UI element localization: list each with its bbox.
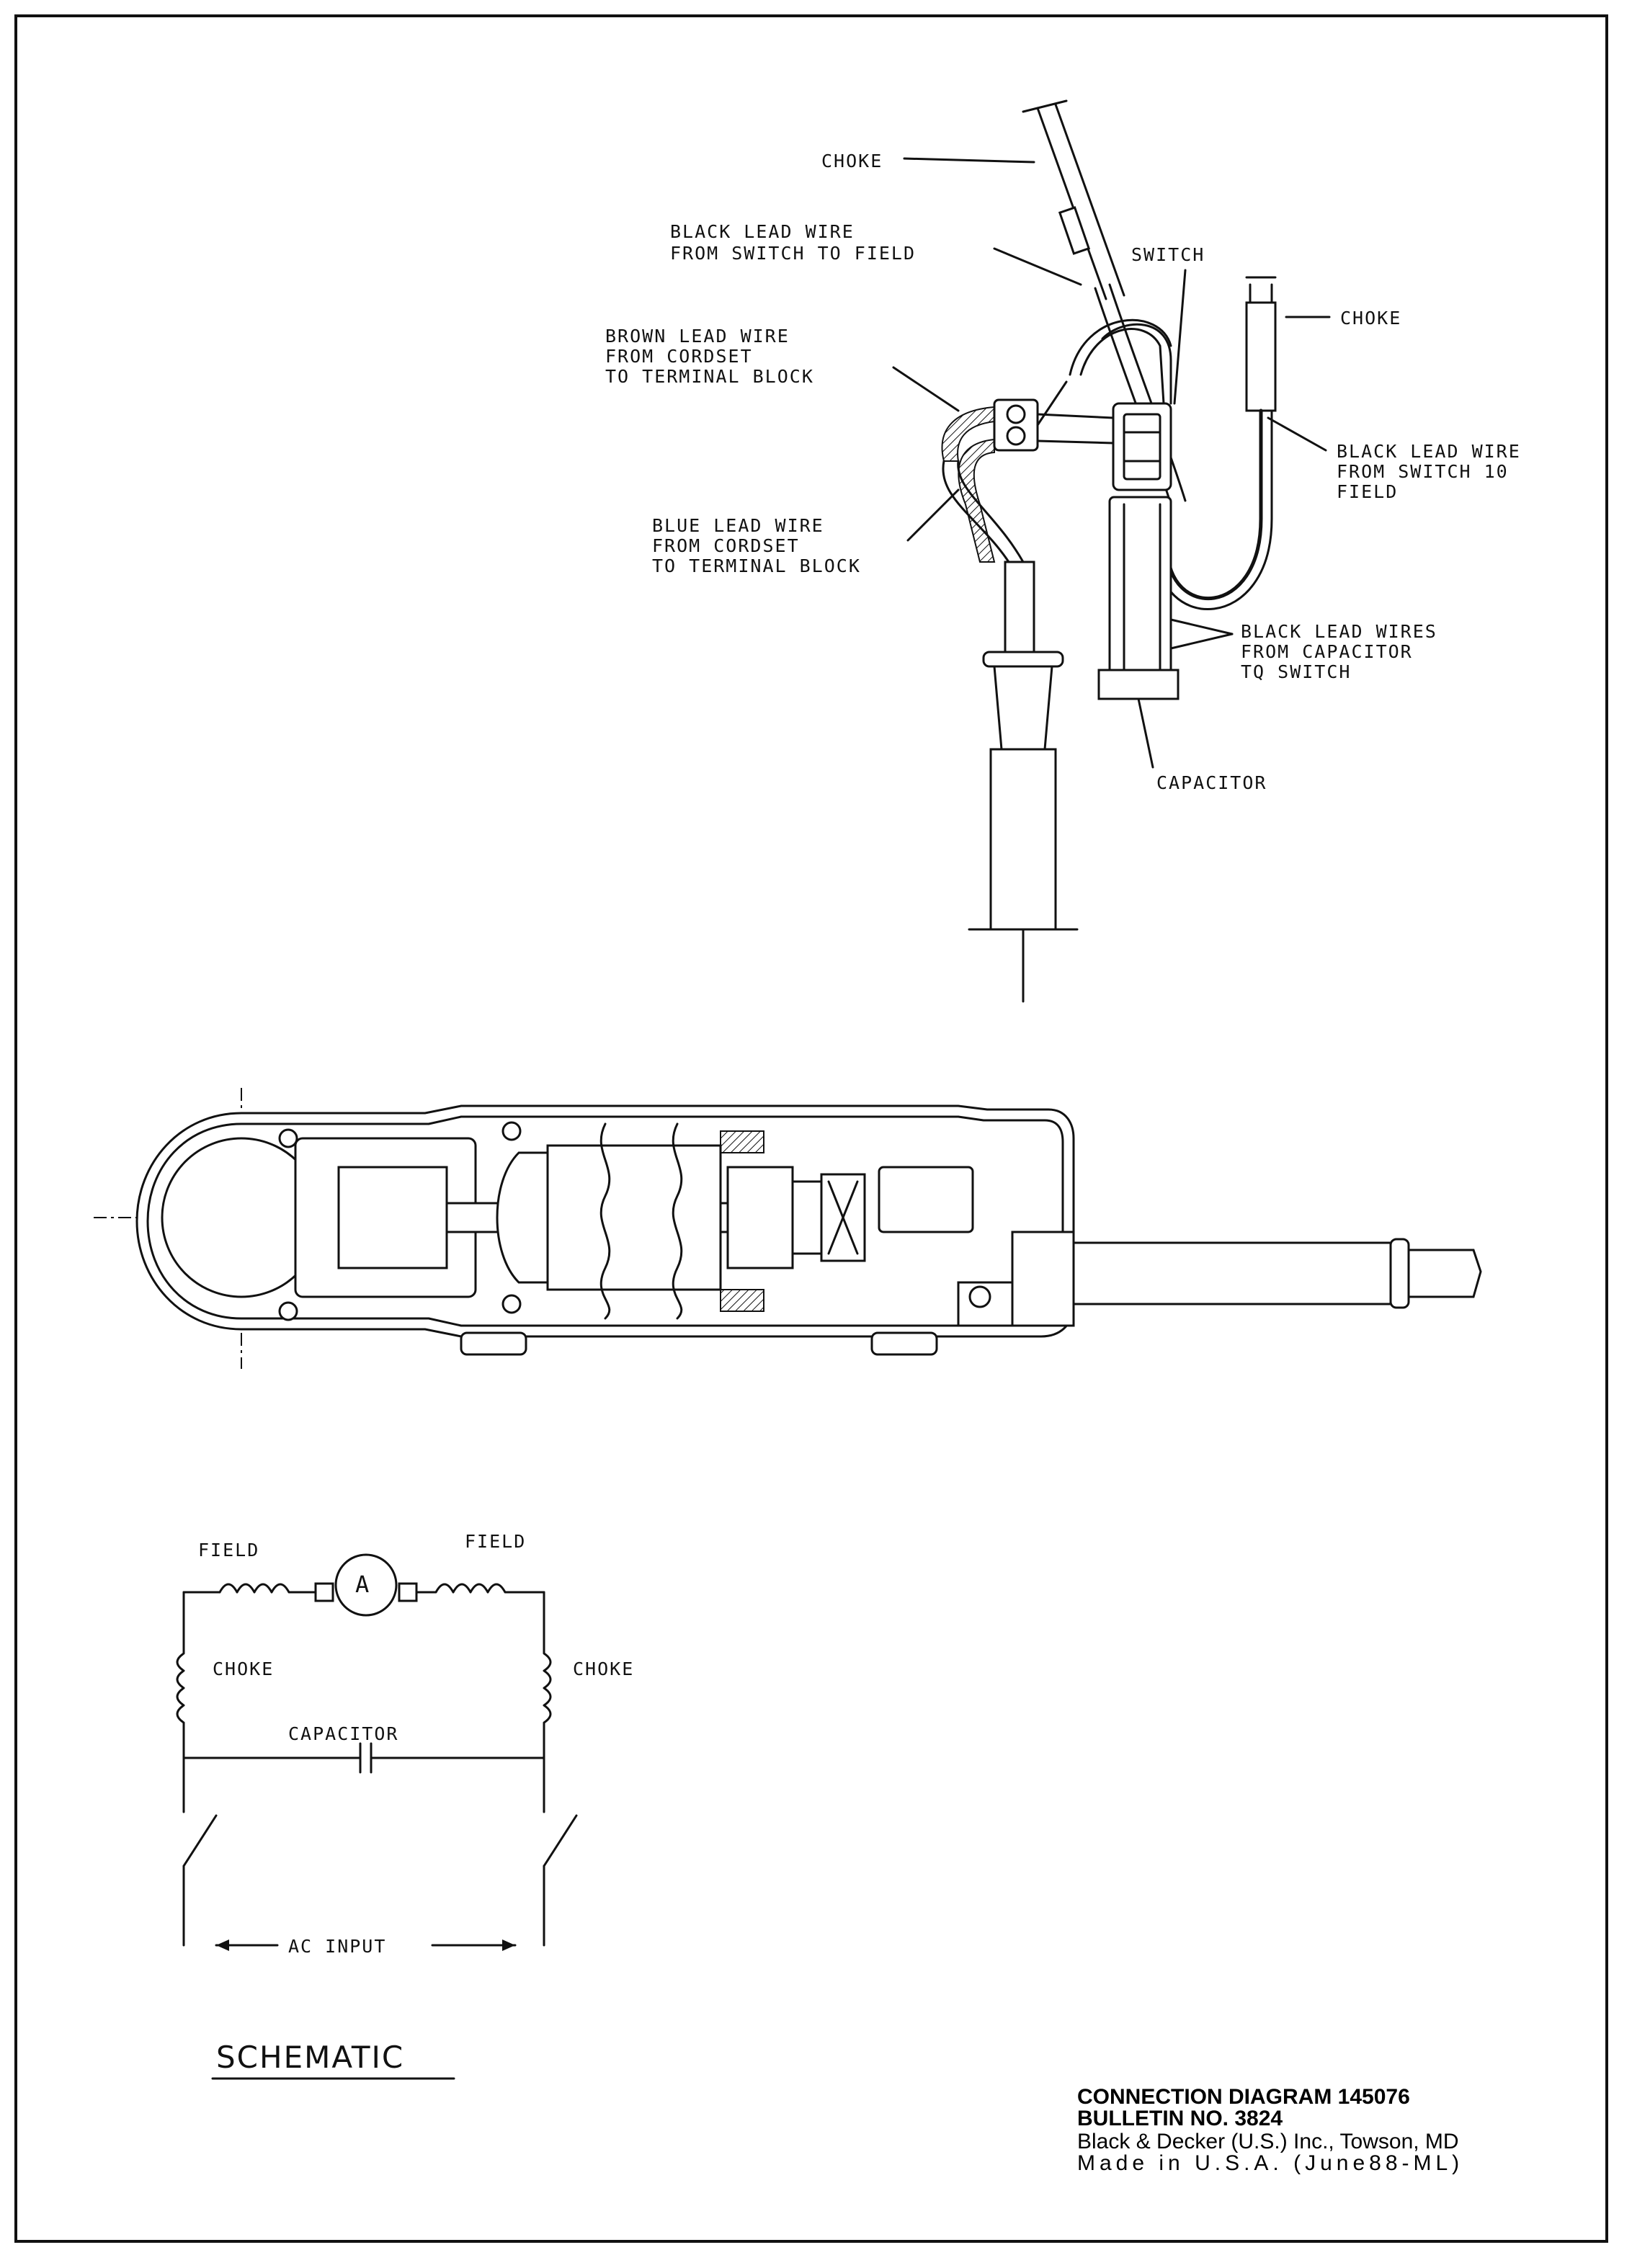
title-line-4: Made in U.S.A. (June88-ML) — [1077, 2151, 1463, 2175]
field-coil-right — [415, 1583, 545, 1594]
label-black-lead-1b: FROM SWITCH TO FIELD — [670, 243, 916, 264]
field-coil-top — [720, 1130, 764, 1153]
choke-lead-top — [1036, 107, 1107, 300]
label-black-lead-2b: FROM SWITCH 10 — [1337, 461, 1509, 482]
label-switch: SWITCH — [1131, 244, 1205, 265]
switch-section — [878, 1166, 974, 1233]
label-brown-lead-a: BROWN LEAD WIRE — [605, 326, 790, 347]
cord-protector — [1072, 1241, 1392, 1305]
capacitor-base — [1097, 669, 1180, 700]
label-black-lead-1a: BLACK LEAD WIRE — [670, 221, 855, 242]
label-blue-lead-a: BLUE LEAD WIRE — [652, 515, 824, 536]
armature — [546, 1144, 722, 1291]
label-choke-top: CHOKE — [821, 151, 883, 171]
label-black-lead-2a: BLACK LEAD WIRE — [1337, 441, 1521, 462]
switch-contact-left — [182, 1814, 218, 1867]
rear-cap — [1011, 1231, 1075, 1327]
title-line-3: Black & Decker (U.S.) Inc., Towson, MD — [1077, 2130, 1459, 2153]
label-black-leads-cap-c: TQ SWITCH — [1241, 661, 1351, 682]
wiring-detail: CHOKE BLACK LEAD WIRE FROM SWITCH TO FIE… — [605, 99, 1521, 1003]
choke-coil-right — [543, 1591, 552, 1759]
title-line-2: BULLETIN NO. 3824 — [1077, 2107, 1283, 2130]
tool-cross-section — [94, 1088, 1482, 1369]
label-black-leads-cap-a: BLACK LEAD WIRES — [1241, 621, 1437, 642]
bearing — [820, 1173, 866, 1262]
cord-sleeve — [1004, 561, 1035, 657]
choke-coil-left — [176, 1591, 185, 1759]
field-coil-bottom — [720, 1289, 764, 1312]
label-blue-lead-b: FROM CORDSET — [652, 535, 800, 556]
power-cord — [989, 748, 1057, 931]
label-black-leads-cap-b: FROM CAPACITOR — [1241, 641, 1413, 662]
label-ac-input: AC INPUT — [288, 1936, 386, 1957]
label-brown-lead-b: FROM CORDSET — [605, 346, 753, 367]
label-brown-lead-c: TO TERMINAL BLOCK — [605, 366, 814, 387]
label-choke-right: CHOKE — [1340, 308, 1401, 329]
switch-contact-right — [543, 1814, 578, 1867]
label-blue-lead-c: TO TERMINAL BLOCK — [652, 555, 861, 576]
label-choke-left: CHOKE — [213, 1658, 274, 1679]
label-capacitor: CAPACITOR — [1156, 772, 1267, 793]
schematic: FIELD FIELD A CHOKE CHOKE CAPACITOR AC I… — [176, 1531, 634, 2080]
label-black-lead-2c: FIELD — [1337, 481, 1398, 502]
title-line-1: CONNECTION DIAGRAM 145076 — [1077, 2085, 1410, 2109]
label-armature: A — [355, 1571, 370, 1598]
choke-sleeve-top — [1058, 206, 1091, 255]
schematic-title: SCHEMATIC — [216, 2040, 404, 2075]
label-capacitor-schematic: CAPACITOR — [288, 1723, 398, 1744]
label-field-right: FIELD — [465, 1531, 526, 1552]
field-coil-left — [182, 1583, 318, 1594]
choke-sleeve-right — [1245, 301, 1277, 412]
cord-exit — [1407, 1249, 1482, 1298]
strain-relief-collar — [982, 651, 1064, 668]
label-field-left: FIELD — [198, 1540, 259, 1561]
commutator — [726, 1166, 794, 1269]
label-choke-right-schematic: CHOKE — [573, 1658, 634, 1679]
armature-symbol — [334, 1553, 398, 1617]
title-block: CONNECTION DIAGRAM 145076 BULLETIN NO. 3… — [1077, 2085, 1463, 2175]
fan — [496, 1151, 549, 1284]
capacitor-body — [1108, 496, 1172, 679]
